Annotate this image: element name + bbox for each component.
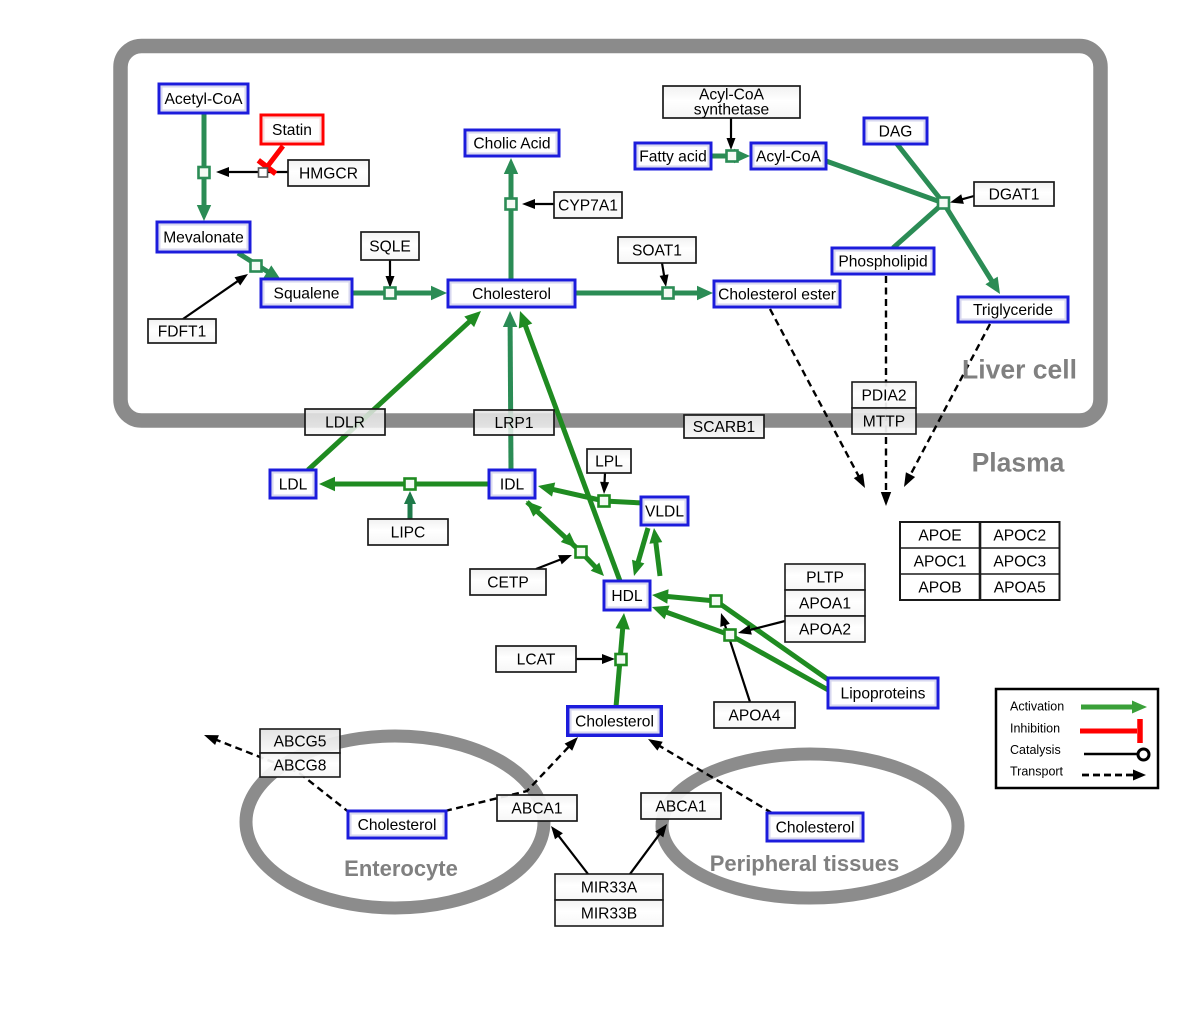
svg-text:ABCG8: ABCG8 [274,758,327,775]
svg-text:Acyl-CoA: Acyl-CoA [699,87,765,104]
svg-text:Mevalonate: Mevalonate [163,230,244,247]
svg-text:Liver cell: Liver cell [962,355,1077,385]
svg-text:HDL: HDL [611,588,643,605]
svg-text:SCARB1: SCARB1 [693,419,755,436]
svg-text:Cholic Acid: Cholic Acid [473,136,550,153]
svg-text:PLTP: PLTP [806,570,844,587]
svg-text:APOA5: APOA5 [994,580,1046,597]
svg-text:DGAT1: DGAT1 [989,187,1040,204]
svg-text:APOE: APOE [918,528,961,545]
svg-text:APOA4: APOA4 [728,708,780,725]
svg-text:Catalysis: Catalysis [1010,743,1061,757]
svg-text:synthetase: synthetase [694,102,769,119]
svg-text:Phospholipid: Phospholipid [838,254,927,271]
svg-text:HMGCR: HMGCR [299,166,358,183]
svg-text:ABCG5: ABCG5 [274,734,327,751]
svg-text:Cholesterol: Cholesterol [358,817,437,834]
svg-text:LDL: LDL [279,477,308,494]
svg-text:Triglyceride: Triglyceride [973,302,1053,319]
svg-text:LCAT: LCAT [517,652,556,669]
svg-text:APOA2: APOA2 [799,622,851,639]
svg-text:APOA1: APOA1 [799,596,851,613]
svg-text:Acyl-CoA: Acyl-CoA [756,149,822,166]
svg-text:Peripheral tissues: Peripheral tissues [710,851,900,876]
svg-text:APOC2: APOC2 [993,528,1046,545]
svg-text:Cholesterol: Cholesterol [776,820,855,837]
svg-text:ABCA1: ABCA1 [511,801,562,818]
svg-text:Squalene: Squalene [274,286,340,303]
svg-text:Inhibition: Inhibition [1010,722,1060,736]
svg-text:SQLE: SQLE [369,239,411,256]
svg-text:PDIA2: PDIA2 [861,388,906,405]
svg-text:CETP: CETP [487,575,529,592]
svg-text:IDL: IDL [500,477,525,494]
svg-text:Enterocyte: Enterocyte [344,856,458,881]
svg-text:MTTP: MTTP [863,414,905,431]
svg-text:ABCA1: ABCA1 [655,799,706,816]
svg-text:LIPC: LIPC [391,525,426,542]
svg-text:Cholesterol ester: Cholesterol ester [718,287,836,304]
svg-text:LDLR: LDLR [325,415,365,432]
svg-text:Acetyl-CoA: Acetyl-CoA [165,91,244,108]
svg-text:DAG: DAG [879,124,913,141]
svg-text:Cholesterol: Cholesterol [575,714,654,731]
svg-text:MIR33B: MIR33B [581,906,637,923]
svg-text:APOB: APOB [918,580,961,597]
svg-text:MIR33A: MIR33A [581,880,638,897]
svg-text:LRP1: LRP1 [494,415,533,432]
svg-text:Cholesterol: Cholesterol [472,286,551,303]
svg-text:APOC1: APOC1 [914,554,967,571]
svg-text:Fatty acid: Fatty acid [639,149,707,166]
svg-text:Transport: Transport [1010,765,1064,779]
svg-text:SOAT1: SOAT1 [632,243,682,260]
svg-text:APOC3: APOC3 [993,554,1046,571]
svg-text:FDFT1: FDFT1 [158,324,207,341]
svg-text:LPL: LPL [595,454,623,471]
svg-text:CYP7A1: CYP7A1 [558,198,618,215]
svg-text:Plasma: Plasma [972,448,1065,478]
svg-text:Activation: Activation [1010,700,1064,714]
svg-text:Lipoproteins: Lipoproteins [841,686,926,703]
svg-text:Statin: Statin [272,122,312,139]
svg-text:VLDL: VLDL [645,504,684,521]
